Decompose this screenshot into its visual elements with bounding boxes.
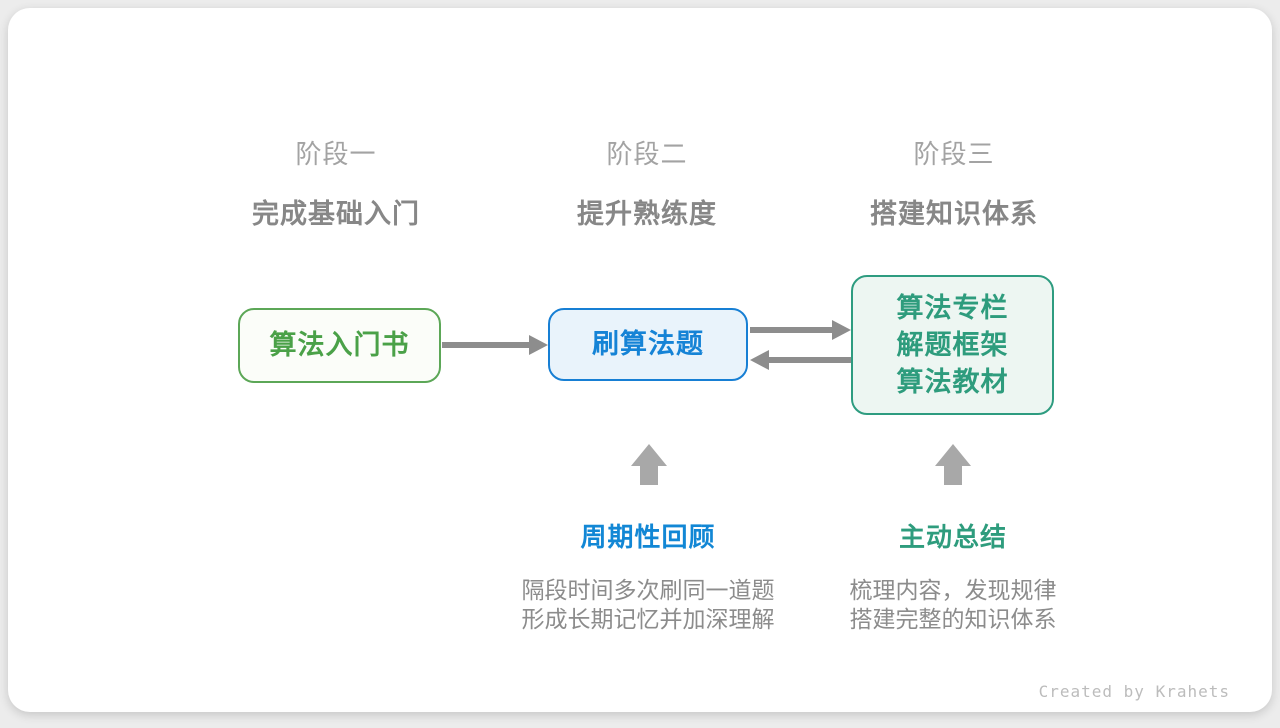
arrow-right-2-icon [750,320,851,340]
node-intro-book: 算法入门书 [238,308,441,383]
node-practice-problems-label: 刷算法题 [592,326,704,363]
node-knowledge-resources: 算法专栏 解题框架 算法教材 [851,275,1054,415]
annotation-active-summary-line2: 搭建完整的知识体系 [773,605,1133,634]
stage-2-label: 阶段二 [487,134,807,171]
diagram-card: 阶段一 完成基础入门 阶段二 提升熟练度 阶段三 搭建知识体系 算法入门书 刷算… [8,8,1272,712]
stage-header-1: 阶段一 完成基础入门 [176,134,496,231]
stage-1-subtitle: 完成基础入门 [176,192,496,231]
stage-3-label: 阶段三 [794,134,1114,171]
up-arrow-summary-icon [935,444,971,485]
watermark-credit: Created by Krahets [1039,682,1230,701]
arrow-left-icon [750,350,851,370]
annotation-active-summary-title: 主动总结 [773,517,1133,554]
up-arrow-review-icon [631,444,667,485]
stage-2-subtitle: 提升熟练度 [487,192,807,231]
annotation-active-summary-line1: 梳理内容，发现规律 [773,576,1133,605]
stage-3-subtitle: 搭建知识体系 [794,192,1114,231]
arrow-right-1-icon [442,335,548,355]
node-resource-column-label: 算法专栏 [897,290,1009,327]
node-resource-textbook-label: 算法教材 [897,364,1009,401]
node-intro-book-label: 算法入门书 [270,327,410,364]
stage-1-label: 阶段一 [176,134,496,171]
node-practice-problems: 刷算法题 [548,308,748,381]
stage-header-3: 阶段三 搭建知识体系 [794,134,1114,231]
annotation-active-summary: 主动总结 梳理内容，发现规律 搭建完整的知识体系 [773,517,1133,634]
node-resource-framework-label: 解题框架 [897,327,1009,364]
stage-header-2: 阶段二 提升熟练度 [487,134,807,231]
